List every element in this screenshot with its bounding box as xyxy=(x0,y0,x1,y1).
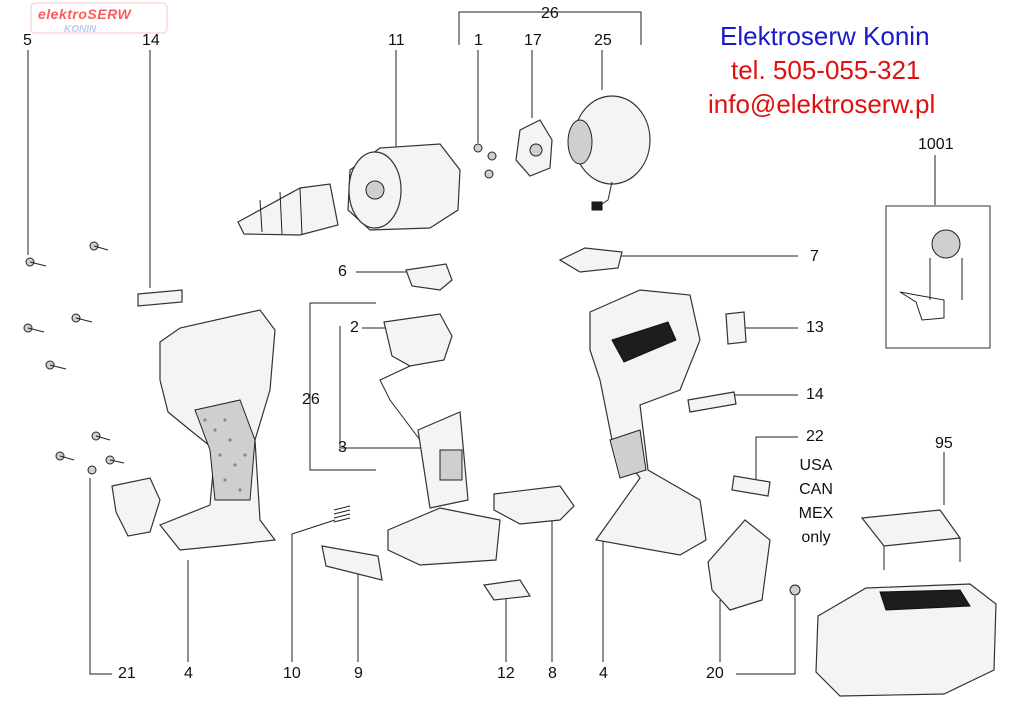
bracket-26-top xyxy=(458,11,642,45)
label-14-top: 14 xyxy=(142,32,160,49)
part-4-right-housing xyxy=(589,289,707,556)
label-95: 95 xyxy=(935,435,953,452)
part-1-screws xyxy=(473,143,497,179)
label-21: 21 xyxy=(118,665,136,682)
leader-3 xyxy=(339,326,420,449)
label-25: 25 xyxy=(594,32,612,49)
part-5-screws xyxy=(23,241,125,475)
part-2-switch xyxy=(383,313,453,367)
label-17: 17 xyxy=(524,32,542,49)
part-14-label-a xyxy=(137,289,183,307)
part-6-button xyxy=(405,263,453,291)
label-20: 20 xyxy=(706,665,724,682)
phone-number: tel. 505-055-321 xyxy=(731,55,921,85)
elektroserw-logo: elektroSERW KONIN xyxy=(30,2,168,36)
logo-subtext: KONIN xyxy=(64,24,97,35)
part-12-label xyxy=(482,579,532,601)
part-21-clip xyxy=(111,477,161,537)
part-25-motor xyxy=(567,95,651,211)
part-7-cover xyxy=(558,247,623,273)
part-4-left-housing xyxy=(159,309,277,551)
label-4-right: 4 xyxy=(599,665,608,682)
leader-22 xyxy=(755,436,798,485)
label-9: 9 xyxy=(354,665,363,682)
label-5: 5 xyxy=(23,32,32,49)
label-6: 6 xyxy=(338,263,347,280)
part-20-belt-clip xyxy=(707,519,771,611)
leader-10 xyxy=(291,519,336,662)
market-note-line: USA xyxy=(799,457,833,474)
label-26-top: 26 xyxy=(541,5,559,22)
market-note-line: only xyxy=(801,529,831,546)
part-14-label-b xyxy=(687,391,737,413)
part-10-spring xyxy=(333,505,351,523)
battery-pack xyxy=(815,583,997,697)
label-2: 2 xyxy=(350,319,359,336)
label-3: 3 xyxy=(338,439,347,456)
part-3-electronics xyxy=(379,365,501,566)
email-address: info@elektroserw.pl xyxy=(708,89,936,119)
company-name: Elektroserw Konin xyxy=(720,21,930,51)
logo-text: elektroSERW xyxy=(38,6,132,22)
label-22: 22 xyxy=(806,428,824,445)
label-1001: 1001 xyxy=(918,136,954,153)
part-11-chuck-gearbox xyxy=(237,143,461,236)
bracket-26-mid xyxy=(309,302,376,471)
part-22-label xyxy=(731,475,771,497)
label-14-right: 14 xyxy=(806,386,824,403)
part-95-cover xyxy=(860,509,962,547)
leader-21 xyxy=(89,478,112,675)
label-13: 13 xyxy=(806,319,824,336)
label-26-mid: 26 xyxy=(302,391,320,408)
label-10: 10 xyxy=(283,665,301,682)
label-11: 11 xyxy=(388,32,405,49)
part-9-slider xyxy=(321,545,383,581)
label-12: 12 xyxy=(497,665,515,682)
market-note-line: MEX xyxy=(798,505,834,522)
label-7: 7 xyxy=(810,248,819,265)
part-13-label xyxy=(725,311,747,345)
leader-20b xyxy=(736,596,796,675)
logo-box xyxy=(30,2,168,34)
market-note: USA CAN MEX only xyxy=(796,458,836,546)
label-1: 1 xyxy=(474,32,483,49)
market-note-line: CAN xyxy=(799,481,833,498)
label-8: 8 xyxy=(548,665,557,682)
part-8-bracket xyxy=(493,485,575,525)
part-20-screw xyxy=(789,584,801,596)
label-4-left: 4 xyxy=(184,665,193,682)
part-17-plate xyxy=(515,119,553,177)
part-1001-inset xyxy=(885,205,991,349)
